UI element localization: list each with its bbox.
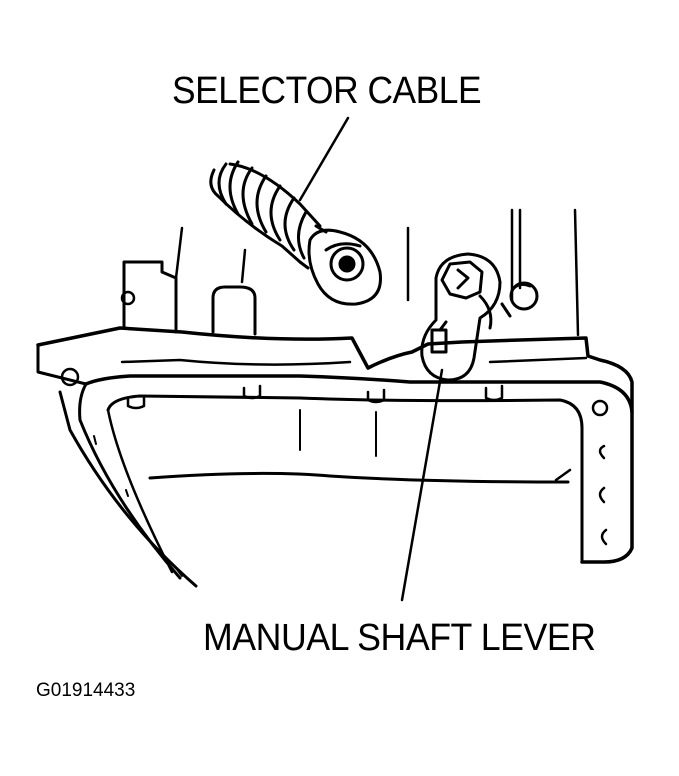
oil-pan-flange (84, 374, 634, 564)
selector-cable (209, 160, 328, 270)
leader-lines (298, 116, 444, 602)
housing-bracket (122, 260, 178, 334)
manual-shaft-lever-label: MANUAL SHAFT LEVER (203, 617, 596, 659)
cable-end-fitting (307, 228, 382, 306)
side-bolt-holes (598, 444, 608, 546)
center-boss (211, 285, 257, 336)
bracket-bolt (120, 290, 136, 306)
shaft-nut (500, 281, 539, 318)
pan-flange-upper (36, 326, 634, 414)
figure-code: G01914433 (36, 680, 136, 701)
case-housing (174, 208, 580, 337)
manual-shaft-lever (420, 252, 502, 382)
selector-cable-label: SELECTOR CABLE (172, 70, 482, 112)
oil-pan-rim (106, 394, 584, 562)
